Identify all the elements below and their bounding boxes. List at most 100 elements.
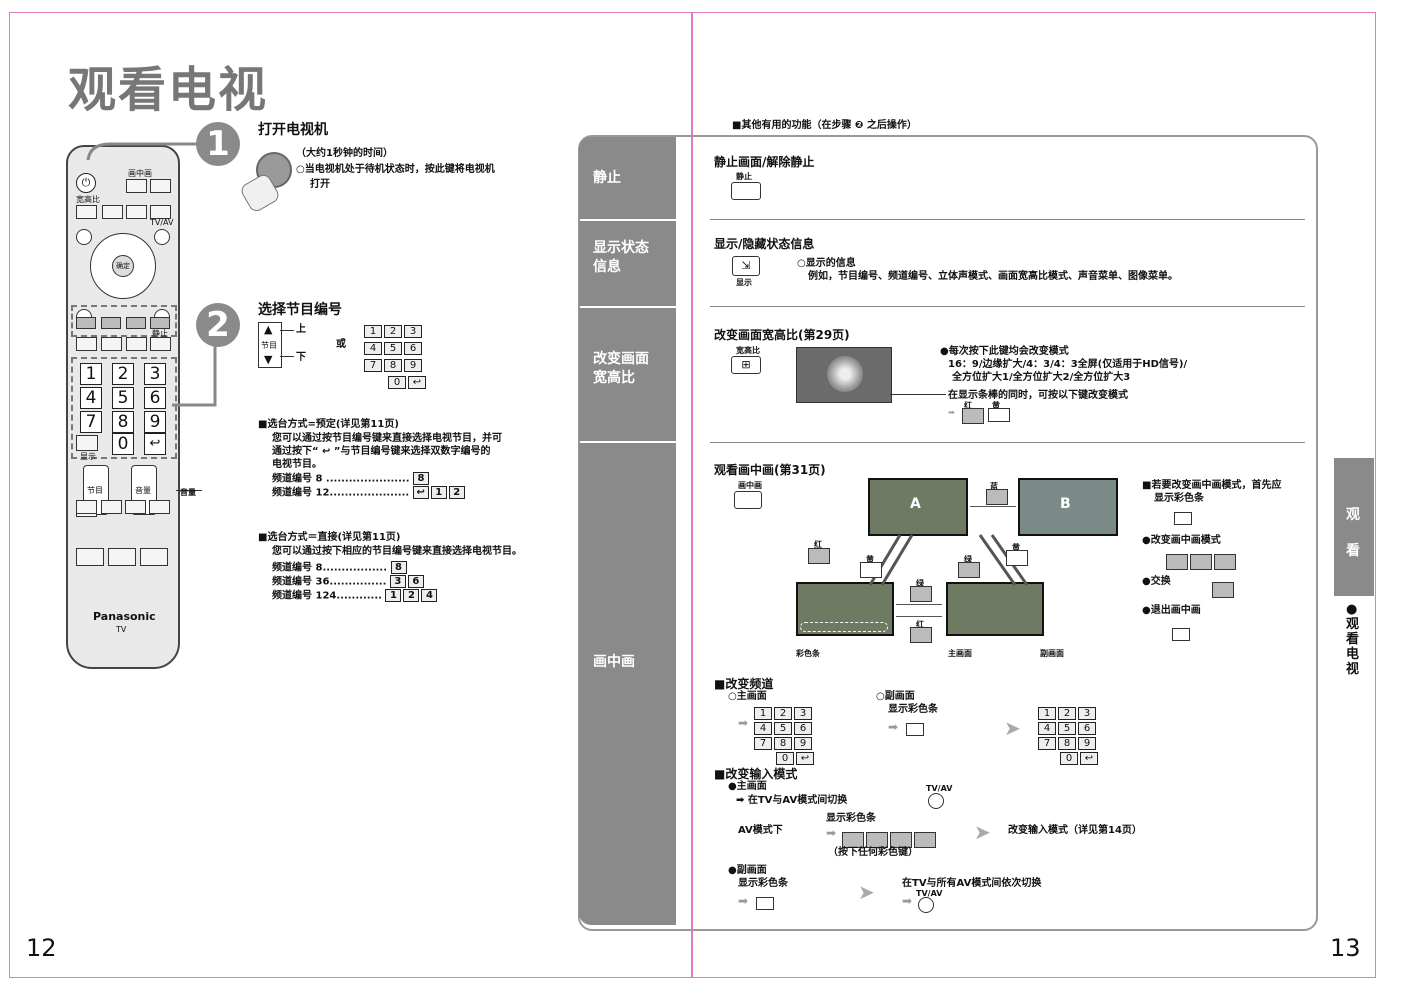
remote-round-button[interactable] bbox=[76, 229, 92, 245]
remote-button[interactable] bbox=[76, 500, 97, 514]
tvav-button[interactable] bbox=[928, 793, 944, 809]
remote-button[interactable] bbox=[126, 337, 147, 351]
pip-side-change: ●改变画中画模式 bbox=[1142, 535, 1221, 546]
brand-logo: Panasonic bbox=[93, 610, 156, 623]
tvav-button[interactable] bbox=[154, 229, 170, 245]
key: ↩ bbox=[408, 376, 426, 389]
number-key-5[interactable]: 5 bbox=[112, 387, 134, 409]
display-button[interactable] bbox=[76, 435, 98, 451]
yellow-button[interactable] bbox=[126, 317, 146, 329]
remote-button[interactable] bbox=[140, 548, 168, 566]
aspect-screen-illustration bbox=[796, 347, 892, 403]
key: 0 bbox=[388, 376, 406, 389]
remote-top-button[interactable] bbox=[150, 179, 171, 193]
green-label: 绿 bbox=[916, 579, 924, 588]
red-button[interactable] bbox=[808, 548, 830, 564]
key: 2 bbox=[384, 325, 402, 338]
down-arrow-icon: ▼ bbox=[264, 353, 273, 366]
pip-screen-a: A bbox=[868, 478, 968, 536]
pip-side-note2: 显示彩色条 bbox=[1154, 493, 1204, 504]
pip-side-exit: ●退出画中画 bbox=[1142, 605, 1201, 616]
display-heading: 显示/隐藏状态信息 bbox=[714, 237, 815, 251]
pip-button[interactable] bbox=[126, 179, 147, 193]
or-label: 或 bbox=[336, 339, 346, 350]
remote-button[interactable] bbox=[149, 500, 170, 514]
ok-button[interactable]: 确定 bbox=[112, 255, 134, 277]
number-key-0[interactable]: 0 bbox=[112, 433, 134, 455]
remote-button[interactable] bbox=[108, 548, 136, 566]
yellow-button[interactable] bbox=[890, 832, 912, 848]
big-arrow-icon: ➤ bbox=[1004, 716, 1021, 740]
pip-button[interactable] bbox=[1172, 628, 1190, 641]
key: 9 bbox=[404, 359, 422, 372]
change-input-sub: ●副画面 bbox=[728, 865, 767, 876]
key: 4 bbox=[364, 342, 382, 355]
green-button[interactable] bbox=[910, 586, 932, 602]
aspect-button[interactable] bbox=[76, 205, 97, 219]
blue-button[interactable] bbox=[914, 832, 936, 848]
number-key-9[interactable]: 9 bbox=[144, 411, 166, 433]
power-button[interactable]: ⏻ bbox=[76, 173, 96, 193]
aspect-button[interactable]: ⊞ bbox=[731, 356, 761, 374]
freeze-button[interactable] bbox=[150, 337, 171, 351]
preset-desc1: 您可以通过按节目编号键来直接选择电视节目，并可 bbox=[272, 433, 502, 444]
right-page-border bbox=[691, 12, 1376, 978]
step-1-heading: 打开电视机 bbox=[258, 122, 328, 138]
display-button[interactable]: ⇲ bbox=[732, 256, 760, 276]
number-key-1[interactable]: 1 bbox=[80, 363, 102, 385]
blue-button[interactable] bbox=[986, 489, 1008, 505]
tab-freeze: 静止 bbox=[579, 137, 676, 219]
pip-button[interactable] bbox=[734, 491, 762, 509]
red-button[interactable] bbox=[1166, 554, 1188, 570]
yellow-button[interactable] bbox=[1214, 554, 1236, 570]
color-bar-label: 彩色条 bbox=[796, 649, 820, 658]
navigation-pad[interactable]: 确定 bbox=[90, 233, 156, 299]
red-button[interactable] bbox=[842, 832, 864, 848]
red-button[interactable] bbox=[76, 317, 96, 329]
yellow-button[interactable] bbox=[988, 408, 1010, 422]
number-key-7[interactable]: 7 bbox=[80, 411, 102, 433]
aspect-line4: 在显示条棒的同时，可按以下键改变模式 bbox=[948, 390, 1128, 401]
pip-button[interactable] bbox=[906, 723, 924, 736]
pip-button[interactable] bbox=[756, 897, 774, 910]
display-label: 显示 bbox=[80, 452, 96, 461]
blue-button[interactable] bbox=[150, 317, 170, 329]
number-key-2[interactable]: 2 bbox=[112, 363, 134, 385]
pip-side-note1: ■若要改变画中画模式，首先应 bbox=[1142, 480, 1282, 491]
yellow-button[interactable] bbox=[860, 562, 882, 578]
screen-a-label: A bbox=[910, 496, 921, 512]
remote-button[interactable] bbox=[101, 337, 122, 351]
key: 7 bbox=[364, 359, 382, 372]
pip-side-swap: ●交换 bbox=[1142, 576, 1171, 587]
green-button[interactable] bbox=[101, 317, 121, 329]
blue-button[interactable] bbox=[1212, 582, 1234, 598]
remote-button[interactable] bbox=[125, 500, 146, 514]
remote-button[interactable] bbox=[150, 205, 171, 219]
arrow-ab bbox=[970, 506, 1016, 507]
remote-button[interactable] bbox=[101, 500, 122, 514]
green-button[interactable] bbox=[866, 832, 888, 848]
number-key-6[interactable]: 6 bbox=[144, 387, 166, 409]
number-key-3[interactable]: 3 bbox=[144, 363, 166, 385]
number-key-4[interactable]: 4 bbox=[80, 387, 102, 409]
two-digit-key[interactable]: ↩ bbox=[144, 433, 166, 455]
remote-button[interactable] bbox=[76, 548, 104, 566]
number-key-8[interactable]: 8 bbox=[112, 411, 134, 433]
remote-button[interactable] bbox=[76, 337, 97, 351]
freeze-button[interactable] bbox=[731, 182, 761, 200]
remote-button[interactable] bbox=[126, 205, 147, 219]
step-1-note3: 打开 bbox=[310, 179, 330, 190]
model-label: TV bbox=[116, 625, 127, 634]
red-button[interactable] bbox=[962, 408, 984, 424]
pip-screen-b: B bbox=[1018, 478, 1118, 536]
remote-button[interactable] bbox=[102, 205, 123, 219]
red-button[interactable] bbox=[910, 627, 932, 643]
change-input-heading: ■改变输入模式 bbox=[714, 767, 798, 781]
arrow-icon: ➡ bbox=[888, 720, 899, 734]
pip-button[interactable] bbox=[1174, 512, 1192, 525]
green-button[interactable] bbox=[1190, 554, 1212, 570]
green-button[interactable] bbox=[958, 562, 980, 578]
tvav-button[interactable] bbox=[918, 897, 934, 913]
yellow-button[interactable] bbox=[1006, 550, 1028, 566]
right-header: ■其他有用的功能（在步骤 ❷ 之后操作） bbox=[732, 120, 917, 131]
